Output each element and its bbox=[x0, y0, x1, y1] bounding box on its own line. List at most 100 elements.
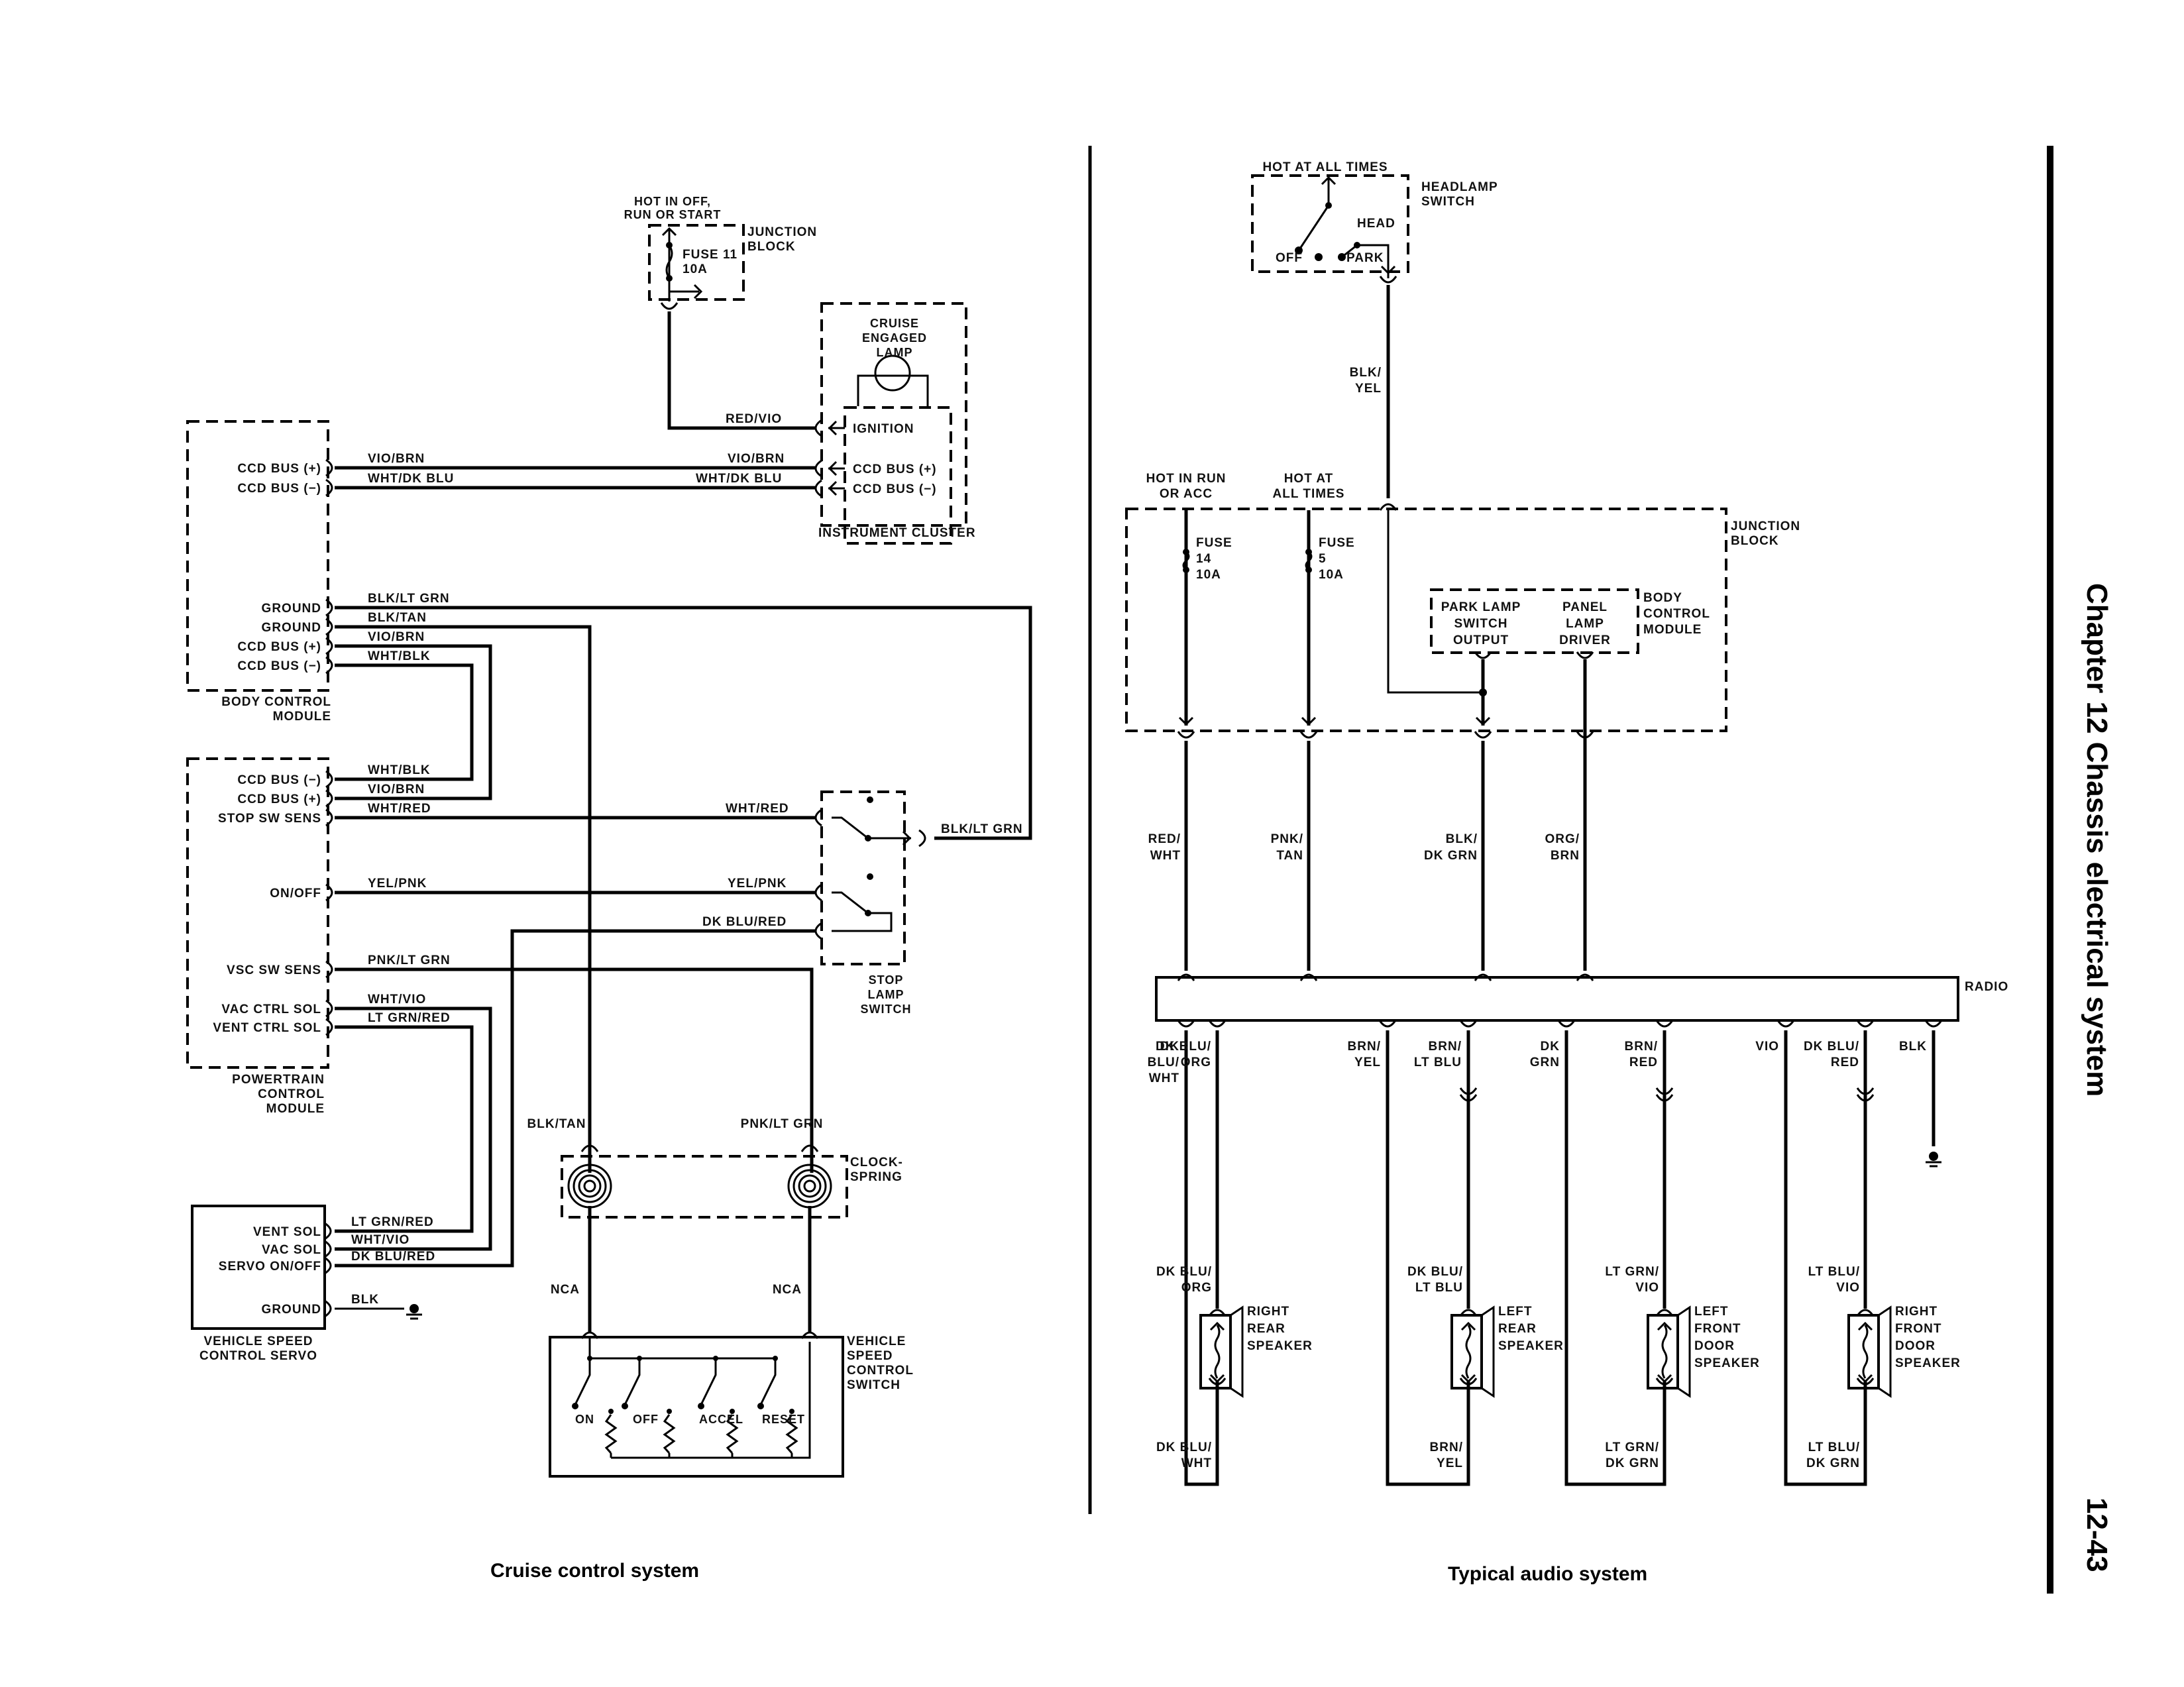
radio-label: RADIO bbox=[1965, 980, 2008, 994]
connector-icon bbox=[580, 1331, 599, 1339]
connector-icon bbox=[1459, 1020, 1478, 1028]
fuse-label: FUSE bbox=[1196, 536, 1232, 550]
wire-wht-vio bbox=[335, 1007, 492, 1251]
switch-blade bbox=[1297, 205, 1330, 251]
connector-icon bbox=[1776, 1020, 1795, 1028]
wire-label: GRN bbox=[1530, 1056, 1560, 1069]
junction-dot bbox=[730, 1409, 735, 1414]
wire-lt-grn-red bbox=[335, 1025, 474, 1233]
fuse-icon bbox=[1305, 551, 1313, 571]
connector-icon bbox=[1655, 1094, 1674, 1102]
clockspring-label: SPRING bbox=[850, 1170, 902, 1184]
bcm-output-label: PANEL bbox=[1562, 600, 1608, 614]
wire-label: PNK/ bbox=[1271, 832, 1303, 846]
switch-position-label: PARK bbox=[1346, 251, 1384, 265]
wire-label: WHT/BLK bbox=[368, 649, 431, 663]
connector-icon bbox=[814, 922, 822, 940]
wire-label: DK BLU/ bbox=[1407, 1265, 1463, 1279]
headlamp-switch bbox=[1251, 174, 1409, 273]
wire-label: BRN/ bbox=[1348, 1040, 1381, 1054]
wire-label: RED/ bbox=[1148, 832, 1181, 846]
wire-label: DK GRN bbox=[1606, 1456, 1659, 1470]
arrow-icon bbox=[828, 420, 838, 436]
arrow-icon bbox=[661, 227, 677, 237]
clockspring-coil-icon bbox=[803, 1179, 816, 1193]
speaker-coil-icon bbox=[1862, 1325, 1869, 1379]
wire-label: WHT bbox=[1149, 1071, 1179, 1085]
speaker-label: SPEAKER bbox=[1247, 1339, 1313, 1353]
arrow-icon bbox=[1460, 1374, 1476, 1384]
speaker-label: REAR bbox=[1498, 1322, 1537, 1336]
speaker-label: FRONT bbox=[1694, 1322, 1741, 1336]
ground-icon bbox=[410, 1304, 419, 1313]
connector-icon bbox=[918, 829, 926, 847]
wire-label: DK BLU/ bbox=[1156, 1265, 1212, 1279]
hot-label: ALL TIMES bbox=[1273, 487, 1345, 501]
fuse-label: FUSE 11 bbox=[682, 248, 737, 262]
bcm-pin-label: CCD BUS (−) bbox=[237, 482, 321, 496]
speed-switch-label: SPEED bbox=[847, 1349, 893, 1363]
switch-blade bbox=[574, 1358, 591, 1405]
clockspring-label: CLOCK- bbox=[850, 1156, 903, 1170]
wire-label: BRN bbox=[1551, 849, 1580, 863]
arrow-icon bbox=[1209, 1374, 1225, 1384]
connector-icon bbox=[1459, 1087, 1478, 1095]
bcm-label: MODULE bbox=[1643, 623, 1702, 637]
wire-label: WHT/RED bbox=[726, 802, 789, 816]
connector-icon bbox=[1299, 973, 1318, 981]
switch-position-label: OFF bbox=[1276, 251, 1303, 265]
connector-icon bbox=[1299, 731, 1318, 739]
audio-junction-block bbox=[1125, 508, 1727, 732]
connector-icon bbox=[325, 459, 333, 477]
switch-position-label: ON bbox=[575, 1413, 594, 1426]
wire-blk-tan bbox=[335, 625, 592, 1173]
bcm-output-label: LAMP bbox=[1566, 617, 1604, 631]
connector-icon bbox=[325, 618, 333, 636]
wire-label: VIO/BRN bbox=[368, 630, 425, 644]
wire-label: DK BLU/RED bbox=[351, 1250, 435, 1264]
speaker-return-wire bbox=[1386, 1030, 1470, 1486]
cluster-pin-label: CCD BUS (+) bbox=[853, 463, 937, 476]
speaker-icon bbox=[1199, 1314, 1232, 1389]
connector-icon bbox=[1474, 731, 1492, 739]
junction-dot bbox=[698, 1403, 704, 1409]
wire-label: YEL bbox=[1355, 382, 1382, 396]
vehicle-speed-control-switch bbox=[549, 1336, 844, 1478]
wire-label: VIO/BRN bbox=[728, 452, 785, 466]
switch-blade bbox=[700, 1358, 717, 1405]
connector-icon bbox=[1655, 1020, 1674, 1028]
wire-label: YEL bbox=[1437, 1456, 1463, 1470]
diagram-labels: HOT IN OFF,RUN OR STARTJUNCTIONBLOCKFUSE… bbox=[199, 160, 2008, 1470]
wire-label: BLK/LT GRN bbox=[941, 822, 1023, 836]
junction-dot bbox=[757, 1403, 764, 1409]
speaker-label: SPEAKER bbox=[1498, 1339, 1564, 1353]
wire-label: VIO bbox=[1635, 1281, 1659, 1295]
junction-block-label: BLOCK bbox=[747, 240, 796, 254]
speaker-return-wire bbox=[1784, 1030, 1867, 1486]
arrow-icon bbox=[693, 284, 703, 299]
connector-icon bbox=[814, 808, 822, 827]
connector-icon bbox=[1379, 276, 1397, 284]
arrow-icon bbox=[1475, 716, 1491, 726]
bcm-label: MODULE bbox=[273, 710, 331, 724]
bcm-output-label: DRIVER bbox=[1559, 633, 1611, 647]
connector-icon bbox=[814, 459, 822, 478]
arrow-icon bbox=[1209, 1321, 1225, 1331]
wire-label: BLK bbox=[351, 1293, 379, 1307]
pcm-pin-label: VAC CTRL SOL bbox=[221, 1003, 321, 1016]
wire-label: LT BLU bbox=[1415, 1281, 1463, 1295]
speaker-cone-icon bbox=[1481, 1305, 1495, 1398]
switch-contact bbox=[832, 816, 911, 840]
wire-label: DK bbox=[1541, 1040, 1560, 1054]
arrow-icon bbox=[828, 461, 838, 476]
headlamp-switch-label: HEADLAMP bbox=[1421, 180, 1498, 194]
bcm-output-label: SWITCH bbox=[1454, 617, 1508, 631]
arrow-icon bbox=[1460, 1321, 1476, 1331]
speaker-cone-icon bbox=[1677, 1305, 1691, 1398]
bcm-label: BODY CONTROL bbox=[221, 695, 331, 709]
wire-label: DK bbox=[1160, 1040, 1179, 1054]
clockspring-coil-icon bbox=[798, 1174, 822, 1198]
lamp-icon bbox=[874, 354, 911, 392]
connector-icon bbox=[1576, 973, 1594, 981]
fuse-label: 10A bbox=[1319, 568, 1344, 582]
